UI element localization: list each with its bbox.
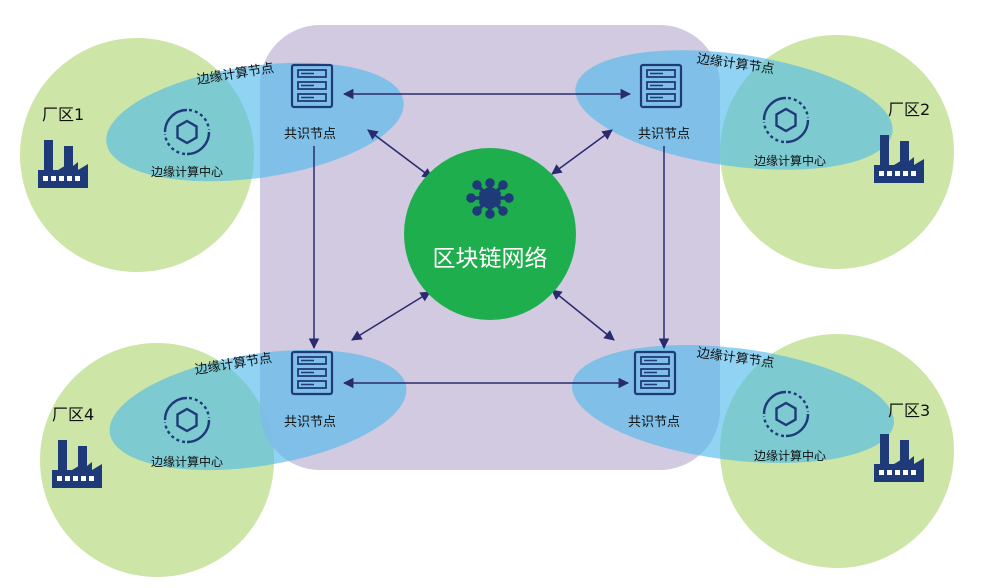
arrow-chain-node4 bbox=[351, 291, 431, 341]
node-label-zone-2: 共识节点 bbox=[638, 127, 690, 142]
zone-label-3: 厂区3 bbox=[888, 401, 930, 420]
blockchain-label: 区块链网络 bbox=[433, 246, 548, 272]
arrow-node2-chain bbox=[551, 129, 613, 175]
connection-arrows bbox=[308, 88, 670, 389]
node-label-zone-3: 共识节点 bbox=[628, 415, 680, 430]
edge-node-region-2 bbox=[575, 50, 893, 170]
edge-center-label-zone-3: 边缘计算中心 bbox=[754, 448, 826, 463]
zone-label-1: 厂区1 bbox=[42, 105, 84, 124]
blockchain-circle bbox=[404, 148, 576, 320]
edge-center-label-zone-2: 边缘计算中心 bbox=[754, 153, 826, 168]
edge-node-region-3 bbox=[572, 345, 894, 463]
edge-node-region-1 bbox=[106, 62, 404, 182]
zone-label-2: 厂区2 bbox=[888, 100, 930, 119]
arrow-node1-chain bbox=[367, 129, 433, 179]
edge-center-label-zone-1: 边缘计算中心 bbox=[151, 164, 223, 179]
edge-center-label-zone-4: 边缘计算中心 bbox=[151, 454, 223, 469]
node-label-zone-4: 共识节点 bbox=[284, 415, 336, 430]
network-hub-icon bbox=[466, 178, 514, 219]
arrow-chain-node3 bbox=[551, 289, 615, 341]
node-label-zone-1: 共识节点 bbox=[284, 127, 336, 142]
zone-label-4: 厂区4 bbox=[52, 405, 94, 424]
